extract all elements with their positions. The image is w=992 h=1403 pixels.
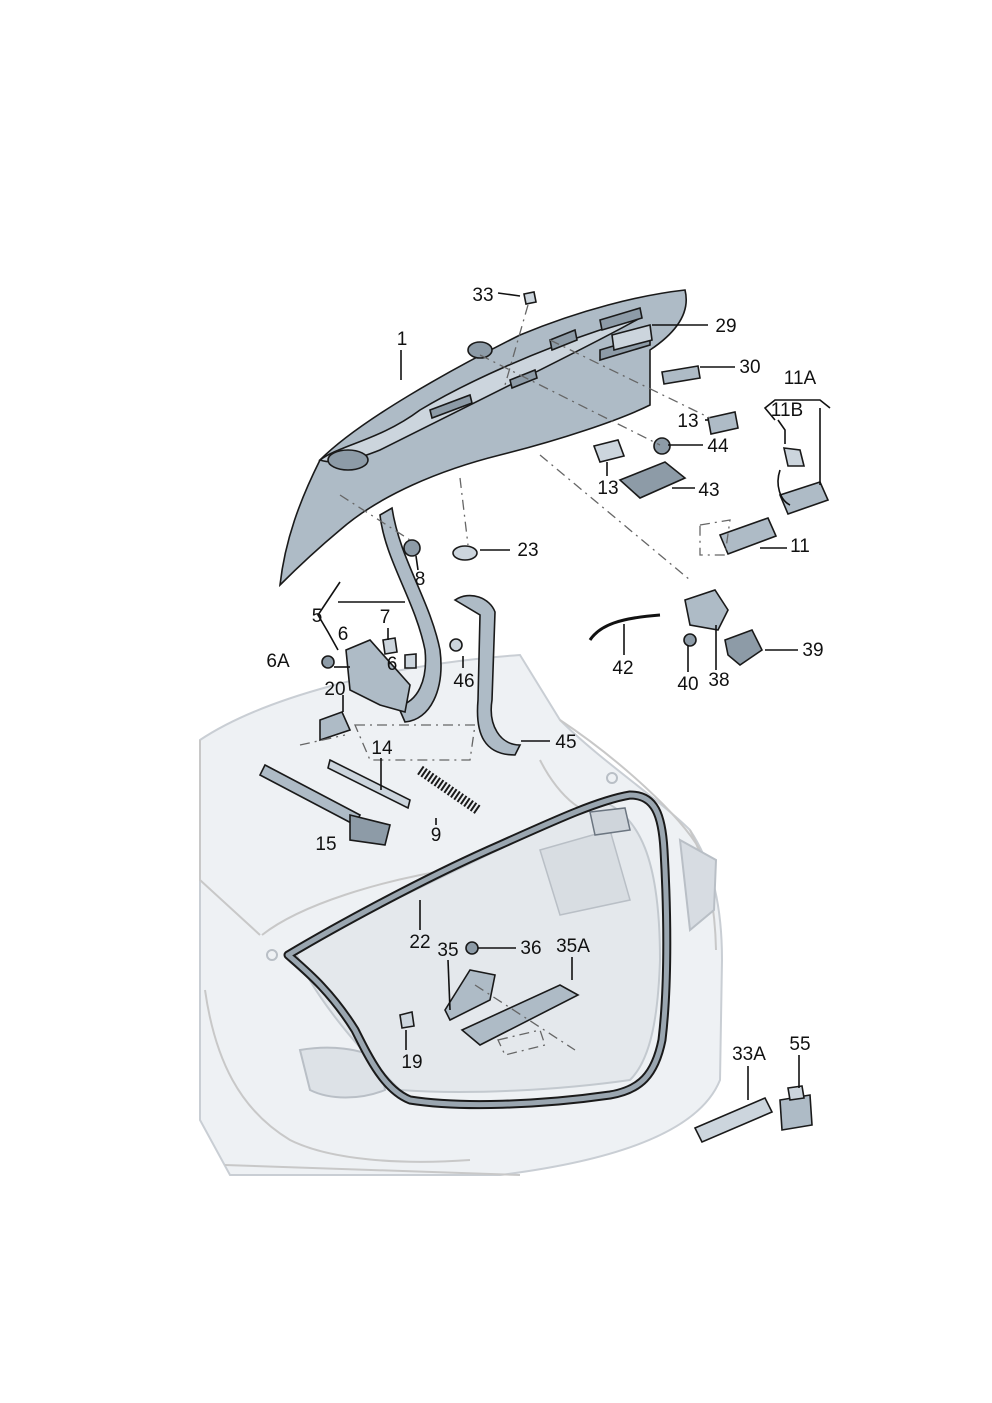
callout-45: 45 [555, 732, 576, 753]
callout-11B: 11B [771, 400, 803, 421]
assembly-lines [299, 304, 731, 1056]
bolt-part-33 [523, 291, 537, 305]
callout-42: 42 [612, 658, 633, 679]
callout-33: 33 [472, 285, 493, 306]
part-13-upper [707, 411, 739, 435]
callout-22: 22 [409, 932, 430, 953]
callout-13-upper: 13 [677, 411, 698, 432]
callout-20: 20 [324, 679, 345, 700]
callout-8: 8 [415, 569, 426, 590]
clip-part-46 [449, 638, 463, 652]
bolt-part-6-small [404, 653, 417, 669]
callout-15: 15 [315, 834, 336, 855]
callout-38: 38 [708, 670, 729, 691]
bolt-part-19 [399, 1011, 415, 1029]
nut-part-36 [465, 941, 479, 955]
hinge-bracket-part-6 [345, 639, 411, 714]
handle-housing-part-29 [611, 323, 653, 352]
callout-11: 11 [790, 536, 810, 557]
callout-14: 14 [371, 738, 393, 759]
callout-9: 9 [431, 825, 442, 846]
callout-35: 35 [437, 940, 458, 961]
callout-46: 46 [453, 671, 474, 692]
callout-43: 43 [698, 480, 719, 501]
callout-40: 40 [677, 674, 698, 695]
callout-6A: 6A [266, 651, 290, 672]
callout-44: 44 [707, 436, 729, 457]
module-part-43 [618, 461, 687, 499]
bottle-cap-part-55 [787, 1085, 805, 1101]
trunk-seal-part-22 [283, 790, 672, 1110]
part-30 [661, 365, 701, 385]
callout-36: 36 [520, 938, 541, 959]
callout-39: 39 [802, 640, 823, 661]
callout-13-lower: 13 [597, 478, 618, 499]
nut-part-6A [321, 655, 335, 669]
lamp-part-11A [778, 481, 830, 516]
plug-part-23 [452, 545, 478, 561]
callout-19: 19 [401, 1052, 422, 1073]
bracket-part-20 [319, 710, 352, 742]
adhesive-cartridge-part-33A [693, 1096, 774, 1144]
hinge-arm-part-5 [379, 506, 442, 723]
callout-29: 29 [715, 316, 736, 337]
nut-part-44 [653, 437, 671, 455]
lock-assembly [588, 589, 764, 667]
bottle-part-55 [779, 1094, 813, 1131]
callout-23: 23 [517, 540, 538, 561]
callout-11A: 11A [784, 368, 817, 389]
leader-lines [317, 292, 831, 1100]
callout-1: 1 [397, 329, 408, 350]
bolt-part-7 [382, 637, 398, 655]
callout-30: 30 [739, 357, 760, 378]
part-13-lower [592, 439, 626, 463]
rail-part-35A [460, 984, 580, 1046]
callout-33A: 33A [732, 1044, 766, 1065]
callout-7: 7 [380, 607, 391, 628]
strut-motor-part-15 [349, 813, 391, 846]
wire-11 [777, 469, 791, 506]
callout-5: 5 [312, 606, 323, 627]
trunk-lid-part-1 [278, 289, 687, 588]
callout-55: 55 [789, 1034, 810, 1055]
callout-6: 6 [338, 624, 349, 645]
callout-35A: 35A [556, 936, 590, 957]
lamp-part-11 [718, 516, 778, 556]
bracket-part-35 [444, 969, 496, 1022]
bolt-part-8 [403, 539, 421, 557]
strut-part-14 [327, 758, 411, 810]
hinge-cover-part-45 [453, 594, 522, 756]
bulb-part-11B [782, 447, 806, 467]
callout-6-small: 6 [387, 654, 398, 675]
callout-labels: 1 5 6 6A 6 7 8 9 11 11A 11B 13 13 14 15 … [266, 285, 823, 1073]
